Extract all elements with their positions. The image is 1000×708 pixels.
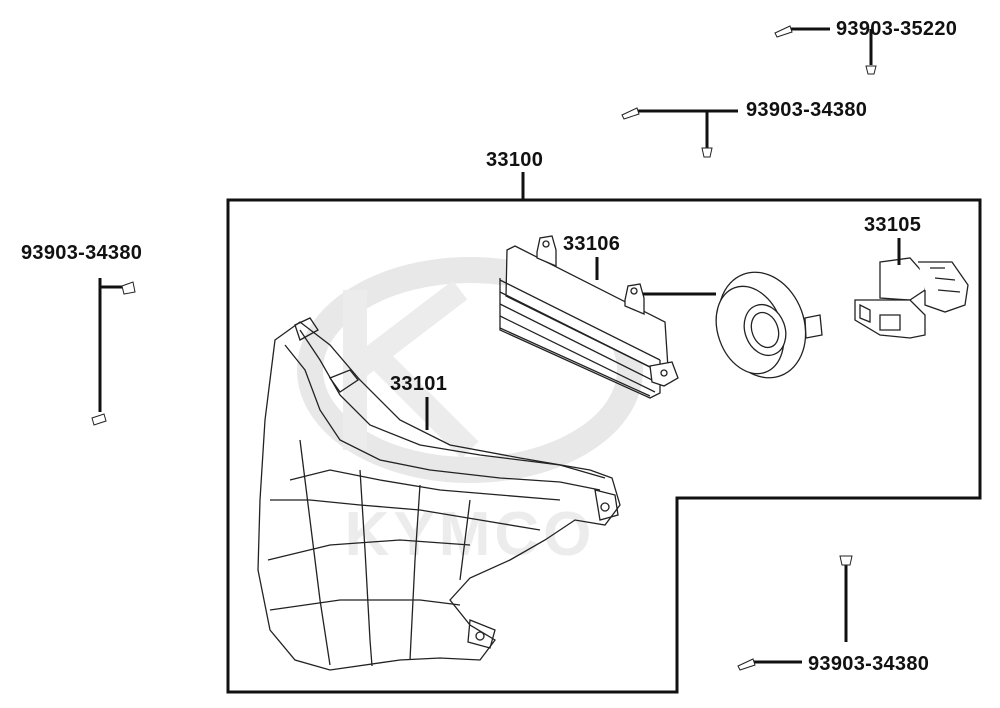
- label-screw-upper: 93903-34380: [746, 99, 868, 121]
- label-socket-33105: 33105: [864, 214, 922, 236]
- screw-icon: [91, 413, 107, 426]
- lens-ring: [715, 271, 823, 379]
- screw-left: [91, 278, 136, 426]
- label-screw-left: 93903-34380: [21, 242, 143, 264]
- screw-icon: [865, 65, 877, 75]
- headlight-unit: [257, 317, 621, 671]
- watermark-text: KYMCO: [345, 500, 596, 569]
- bulb-socket: [854, 257, 969, 339]
- control-module: [499, 235, 679, 399]
- screw-icon: [121, 281, 136, 295]
- screw-icon: [839, 555, 853, 566]
- label-headlight-33101: 33101: [390, 373, 448, 395]
- label-screw-bottom: 93903-34380: [808, 653, 930, 675]
- label-screw-top: 93903-35220: [836, 18, 958, 40]
- screw-icon: [701, 147, 713, 158]
- screw-icon: [737, 658, 756, 671]
- screw-icon: [774, 25, 793, 38]
- screw-bottom: [737, 555, 853, 671]
- screw-upper: [621, 107, 738, 158]
- screw-icon: [621, 107, 640, 120]
- label-module-33106: 33106: [563, 233, 621, 255]
- label-assembly-33100: 33100: [486, 149, 544, 171]
- screw-top: [774, 25, 877, 75]
- assembly-boundary: [226, 198, 982, 694]
